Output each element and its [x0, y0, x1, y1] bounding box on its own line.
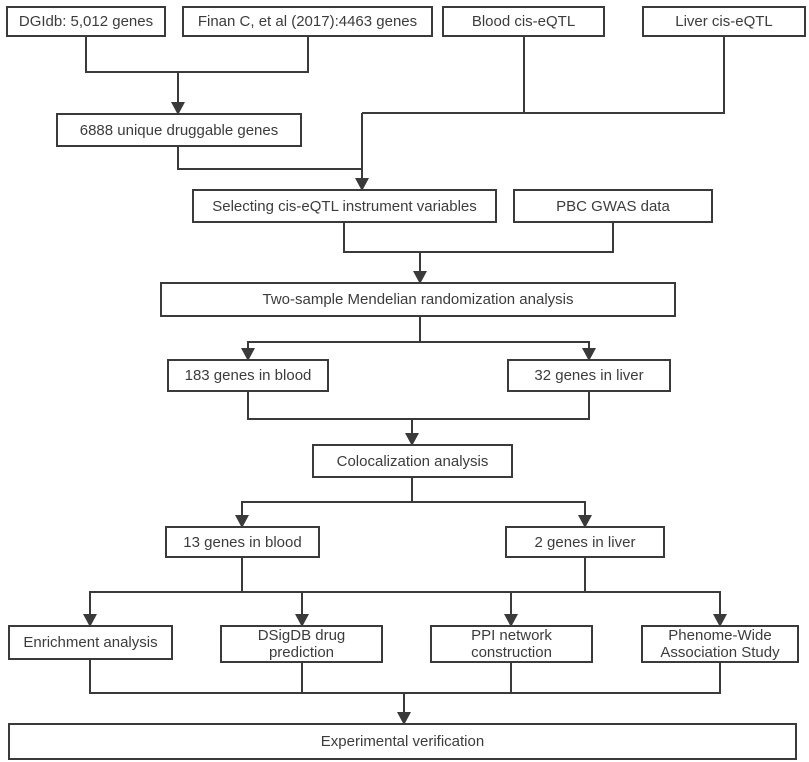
- node-experimental-verification: Experimental verification: [8, 723, 797, 760]
- node-finan-2017: Finan C, et al (2017):4463 genes: [182, 6, 433, 37]
- node-unique-druggable-genes: 6888 unique druggable genes: [56, 113, 302, 147]
- node-liver-cis-eqtl: Liver cis-eQTL: [642, 6, 806, 37]
- connector-lines: [85, 37, 725, 713]
- node-enrichment-analysis: Enrichment analysis: [8, 625, 173, 660]
- connector-arrowheads: [83, 102, 727, 725]
- node-32-genes-liver: 32 genes in liver: [507, 359, 671, 392]
- node-ppi-network-construction: PPI network construction: [430, 625, 593, 663]
- node-183-genes-blood: 183 genes in blood: [167, 359, 329, 392]
- node-blood-cis-eqtl: Blood cis-eQTL: [442, 6, 605, 37]
- node-colocalization: Colocalization analysis: [312, 444, 513, 478]
- node-phenome-wide-association-study: Phenome-Wide Association Study: [641, 625, 799, 663]
- node-13-genes-blood: 13 genes in blood: [165, 526, 320, 558]
- node-selecting-instrument-variables: Selecting cis-eQTL instrument variables: [192, 189, 497, 223]
- node-dgidb: DGIdb: 5,012 genes: [6, 6, 166, 37]
- node-pbc-gwas-data: PBC GWAS data: [513, 189, 713, 223]
- node-dsigdb-drug-prediction: DSigDB drug prediction: [220, 625, 383, 663]
- node-two-sample-mr: Two-sample Mendelian randomization analy…: [160, 282, 676, 317]
- node-2-genes-liver: 2 genes in liver: [505, 526, 665, 558]
